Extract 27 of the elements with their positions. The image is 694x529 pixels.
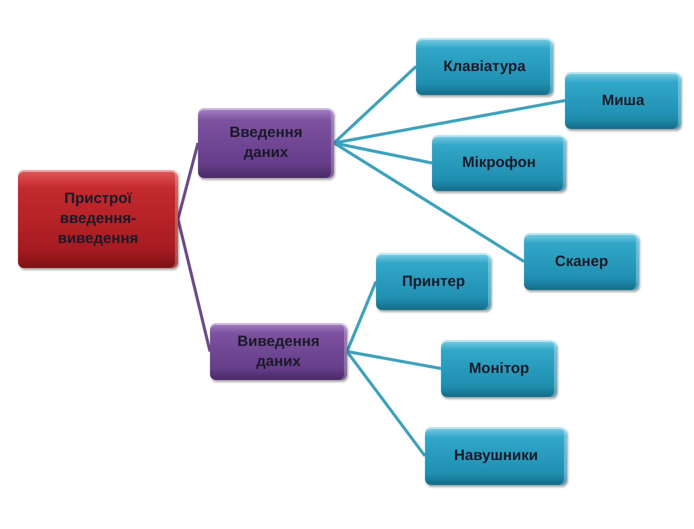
connector-line: [346, 350, 442, 370]
box-label: Миша: [602, 90, 644, 110]
connector-line: [176, 142, 200, 220]
category-box: [210, 323, 347, 380]
connector-line: [346, 350, 426, 457]
box-label: Введення даних: [228, 123, 304, 163]
box-label: Мікрофон: [462, 153, 536, 173]
connector-line: [332, 65, 418, 144]
device-box: [425, 427, 567, 485]
box-label: Навушники: [454, 446, 538, 466]
device-box: [524, 233, 639, 290]
box-label: Пристрої введення-виведення: [56, 189, 140, 249]
device-box: [441, 340, 557, 397]
box-label: Виведення даних: [236, 332, 321, 372]
box-label: Монітор: [468, 358, 530, 378]
device-box: [376, 253, 491, 310]
root-box: [18, 170, 178, 268]
category-box: [198, 108, 334, 178]
connector-line: [333, 142, 525, 263]
box-label: Клавіатура: [443, 56, 526, 76]
box-label: Сканер: [554, 252, 608, 272]
box-label: Принтер: [402, 272, 466, 292]
device-box: [432, 135, 566, 191]
device-box: [416, 38, 553, 95]
device-box: [565, 72, 681, 129]
connector-line: [176, 218, 212, 352]
connector-line: [346, 280, 378, 352]
